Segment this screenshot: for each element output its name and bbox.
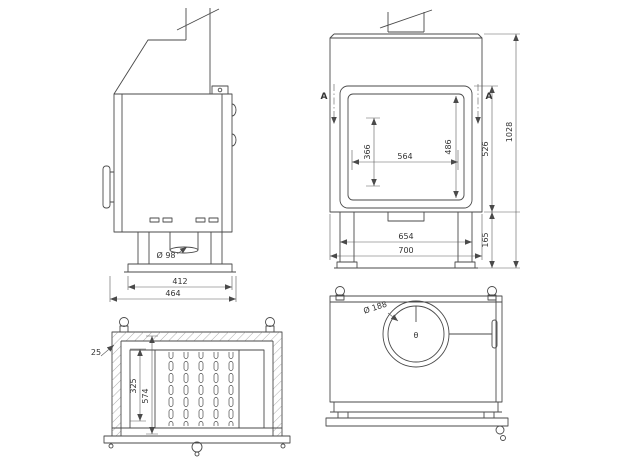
dim-total-height: 1028 — [505, 122, 514, 142]
rear-base — [325, 402, 509, 441]
eye-bolt-right — [265, 317, 275, 333]
eye-bolt-left — [335, 286, 345, 301]
base-and-legs — [124, 231, 236, 273]
dim-leg-height: 165 — [481, 232, 490, 247]
dim-body-height: 526 — [481, 141, 490, 156]
section-marker-right: A — [475, 84, 493, 124]
eye-bolt-right — [487, 286, 497, 301]
dim-overall-width: 700 — [398, 246, 413, 255]
dim-wall-thickness: 25 — [91, 348, 101, 357]
door-handle — [102, 165, 114, 209]
glass-door — [339, 85, 473, 209]
hatched-right-wall — [273, 341, 282, 436]
hatched-top-wall — [112, 332, 282, 341]
flue-opening: θ — [382, 300, 450, 368]
hatched-left-wall — [112, 341, 121, 436]
rear-view: θ Ø 188 — [325, 286, 509, 441]
top-view: 25 325 574 — [91, 317, 291, 457]
dim-outer-depth: 574 — [141, 388, 150, 403]
dim-ash-hole-diameter: Ø 98 — [156, 250, 175, 260]
section-marker-left: A — [321, 84, 337, 124]
hood — [113, 39, 211, 95]
dim-flue-diameter: Ø 188 — [362, 299, 388, 316]
body-panel — [113, 85, 237, 233]
damper-symbol: θ — [414, 331, 419, 340]
hood-band — [329, 33, 483, 39]
flue-stub — [379, 9, 433, 33]
dim-base-width: 654 — [398, 232, 413, 241]
eye-bolt-left — [119, 317, 129, 333]
vent-slot-grid — [159, 352, 235, 426]
rear-body — [329, 295, 503, 403]
side-view-dimensions: Ø 98 412 464 — [109, 246, 237, 302]
dim-glass-width: 564 — [397, 152, 412, 161]
side-view: Ø 98 412 464 — [102, 8, 237, 302]
flue-pipe — [176, 8, 220, 40]
damper-rod — [449, 319, 498, 349]
base-bar — [103, 435, 291, 457]
dim-glass-inner-height: 366 — [363, 144, 372, 159]
section-label-left: A — [321, 92, 328, 102]
front-face — [329, 37, 483, 213]
top-body — [111, 331, 283, 437]
section-label-right: A — [486, 92, 493, 102]
dim-glass-height: 486 — [444, 139, 453, 154]
dim-base-width: 412 — [172, 277, 187, 286]
dim-overall-depth: 464 — [165, 289, 180, 298]
dim-inner-depth: 325 — [129, 378, 138, 393]
front-view: A A 366 564 486 526 — [321, 9, 520, 269]
top-view-dimensions: 25 325 574 — [91, 335, 158, 435]
front-view-dimensions: 366 564 486 526 165 1028 654 700 — [329, 33, 520, 269]
